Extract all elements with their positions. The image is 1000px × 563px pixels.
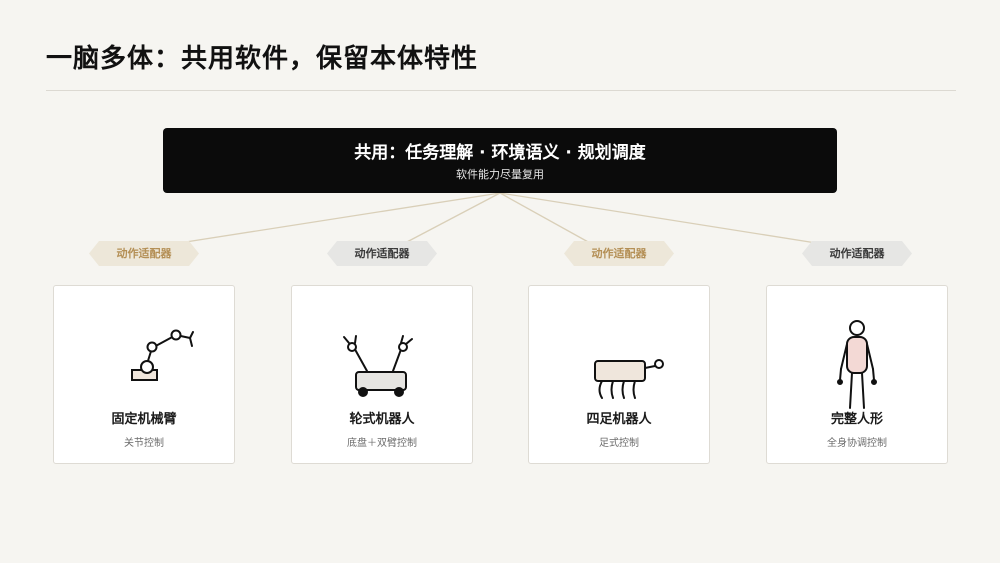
shared-software-hub: 共用：任务理解 · 环境语义 · 规划调度 软件能力尽量复用 [163, 128, 837, 193]
adapter-tag-4: 动作适配器 [802, 241, 912, 266]
adapter-tag-2: 动作适配器 [327, 241, 437, 266]
body-control-desc: 足式控制 [599, 438, 639, 449]
title-divider [46, 90, 956, 91]
body-name: 轮式机器人 [349, 412, 415, 427]
body-control-desc: 关节控制 [124, 438, 164, 449]
body-name: 固定机械臂 [111, 412, 177, 427]
hub-subtitle: 软件能力尽量复用 [456, 168, 544, 181]
connector-line-2 [404, 192, 501, 244]
body-name: 完整人形 [830, 412, 883, 427]
humanoid-robot-icon [837, 320, 877, 409]
body-control-desc: 底盘＋双臂控制 [347, 438, 417, 449]
wheeled-robot-icon [343, 335, 413, 397]
body-card-robot-arm: 固定机械臂 关节控制 [53, 285, 235, 464]
hub-title: 共用：任务理解 · 环境语义 · 规划调度 [354, 143, 646, 163]
body-card-humanoid: 完整人形 全身协调控制 [766, 285, 948, 464]
adapter-tag-3: 动作适配器 [564, 241, 674, 266]
connector-line-4 [499, 192, 836, 247]
page-title: 一脑多体：共用软件，保留本体特性 [46, 44, 479, 74]
body-control-desc: 全身协调控制 [827, 438, 887, 449]
connector-line-1 [159, 192, 501, 247]
quadruped-robot-icon [594, 359, 664, 399]
body-card-quadruped: 四足机器人 足式控制 [528, 285, 710, 464]
body-card-wheeled-robot: 轮式机器人 底盘＋双臂控制 [291, 285, 473, 464]
robot-arm-icon [131, 329, 194, 381]
adapter-tag-1: 动作适配器 [89, 241, 199, 266]
body-name: 四足机器人 [586, 412, 652, 427]
connector-line-3 [499, 192, 591, 244]
